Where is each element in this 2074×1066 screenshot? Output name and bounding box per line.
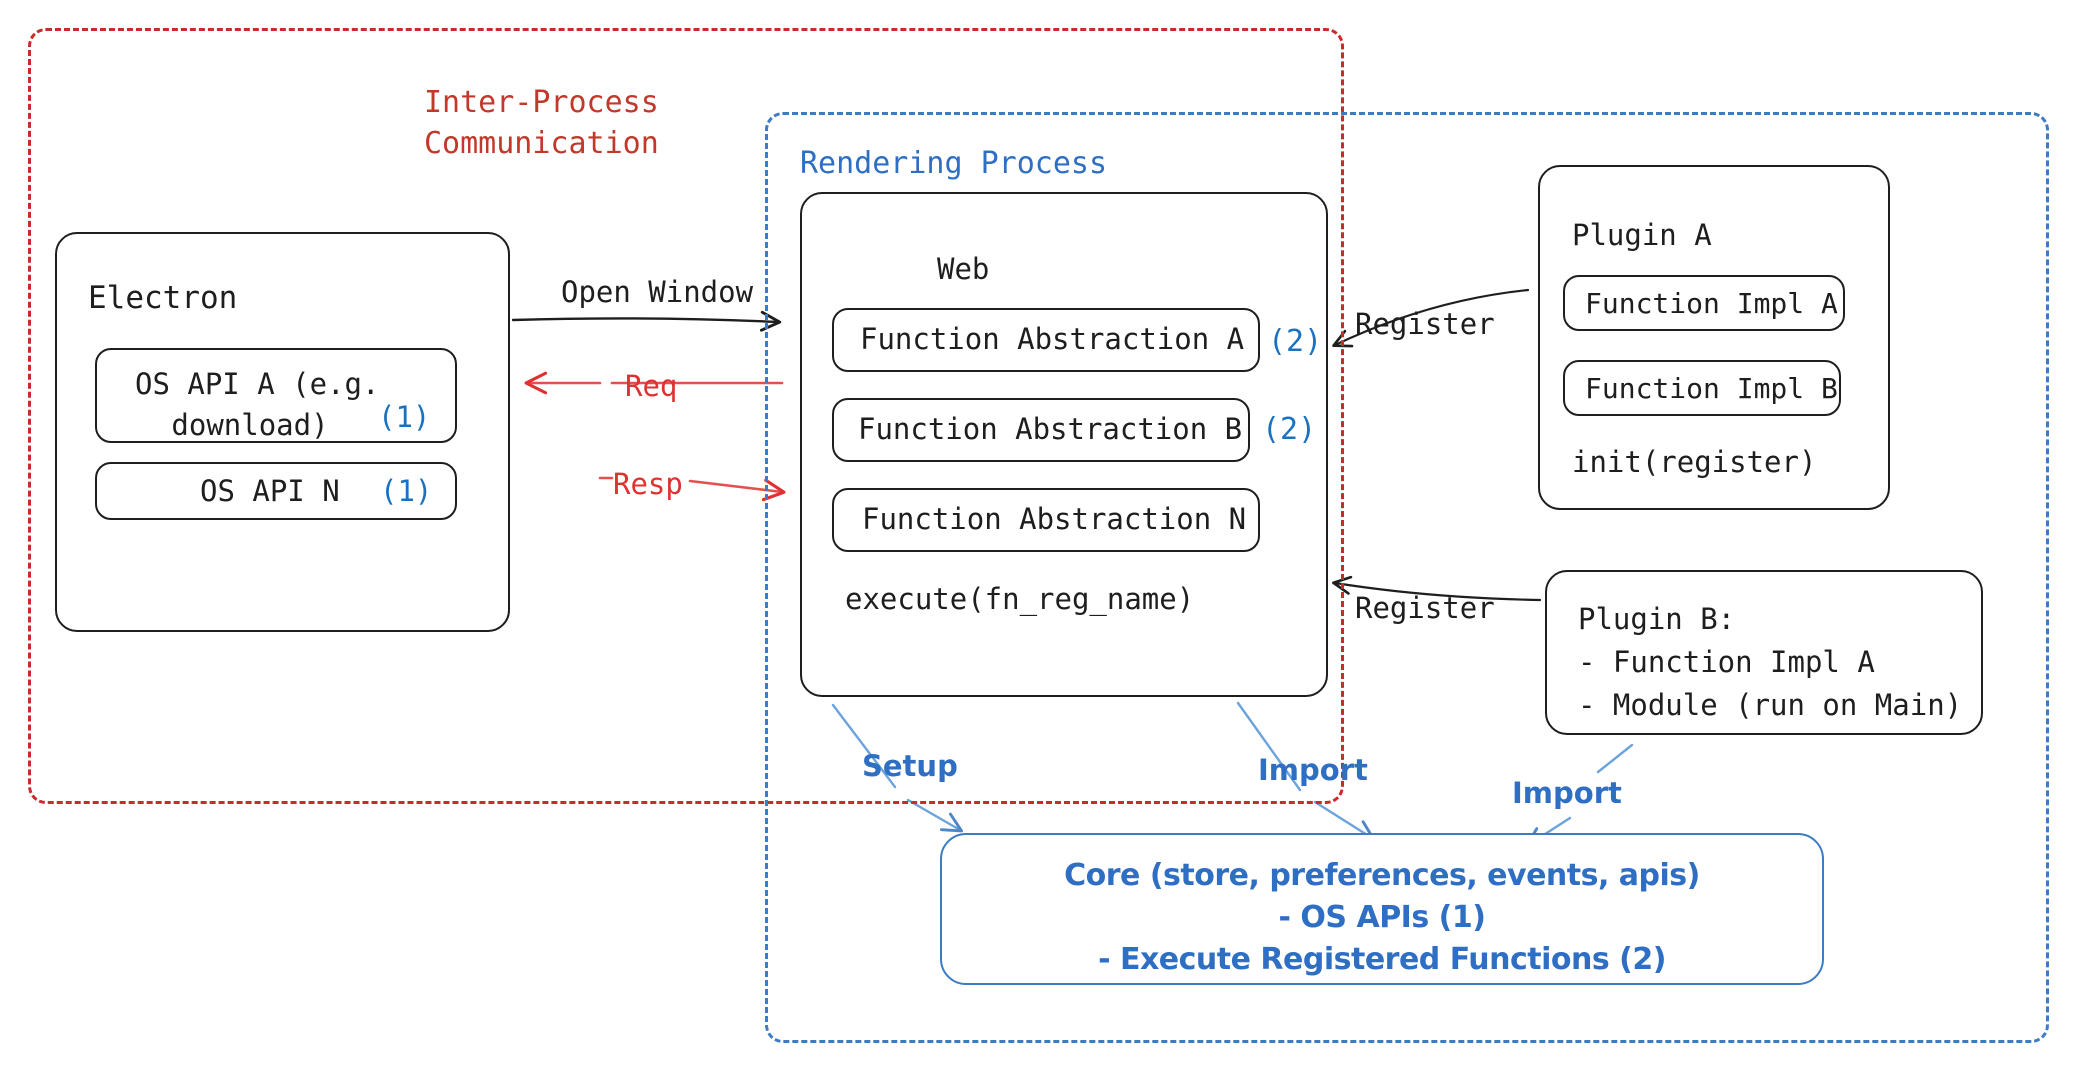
plugin-b-card xyxy=(1545,570,1983,735)
function-abstraction-a-card xyxy=(832,308,1260,372)
plugin-a-card xyxy=(1538,165,1890,510)
edge-label-register-plugin-a: Register xyxy=(1355,307,1495,341)
execute-function-label: execute(fn_reg_name) xyxy=(845,582,1195,616)
edge-label-import-plugin-b: Import xyxy=(1512,776,1622,810)
plugin-a-title: Plugin A xyxy=(1572,218,1712,252)
plugin-a-init-label: init(register) xyxy=(1572,445,1817,479)
rendering-process-container xyxy=(765,112,2049,1043)
rendering-process-title: Rendering Process xyxy=(800,146,1108,181)
plugin-a-function-impl-b-card xyxy=(1563,360,1841,416)
ipc-container xyxy=(28,28,1344,804)
edge-label-register-plugin-b: Register xyxy=(1355,591,1495,625)
function-abstraction-a-label: Function Abstraction A xyxy=(860,322,1245,356)
function-abstraction-a-marker: (2) xyxy=(1268,324,1323,359)
function-abstraction-n-card xyxy=(832,488,1260,552)
core-card xyxy=(940,833,1824,985)
web-title: Web xyxy=(937,252,990,286)
function-abstraction-b-card xyxy=(832,398,1250,462)
edge-label-resp: Resp xyxy=(613,467,683,501)
os-api-a-marker: (1) xyxy=(378,400,431,434)
plugin-a-function-impl-a-card xyxy=(1563,275,1845,331)
electron-title: Electron xyxy=(88,280,238,316)
function-abstraction-n-label: Function Abstraction N xyxy=(862,502,1247,536)
core-label: Core (store, preferences, events, apis) … xyxy=(1064,858,1700,977)
function-abstraction-b-label: Function Abstraction B xyxy=(858,412,1243,446)
edge-label-import-web: Import xyxy=(1258,753,1368,787)
os-api-n-marker: (1) xyxy=(380,474,433,508)
os-api-n-card xyxy=(95,462,457,520)
ipc-title: Inter-Process Communication xyxy=(424,85,659,162)
edge-label-req: Req xyxy=(625,369,678,403)
plugin-a-function-impl-a-label: Function Impl A xyxy=(1585,287,1838,320)
plugin-a-function-impl-b-label: Function Impl B xyxy=(1585,372,1838,405)
os-api-a-label: OS API A (e.g. download) xyxy=(135,367,380,443)
os-api-n-label: OS API N xyxy=(200,474,340,508)
edge-label-setup: Setup xyxy=(862,749,958,783)
edge-label-open-window: Open Window xyxy=(561,275,754,309)
function-abstraction-b-marker: (2) xyxy=(1262,412,1317,447)
plugin-b-label: Plugin B: - Function Impl A - Module (ru… xyxy=(1578,602,1963,722)
os-api-a-card xyxy=(95,348,457,443)
